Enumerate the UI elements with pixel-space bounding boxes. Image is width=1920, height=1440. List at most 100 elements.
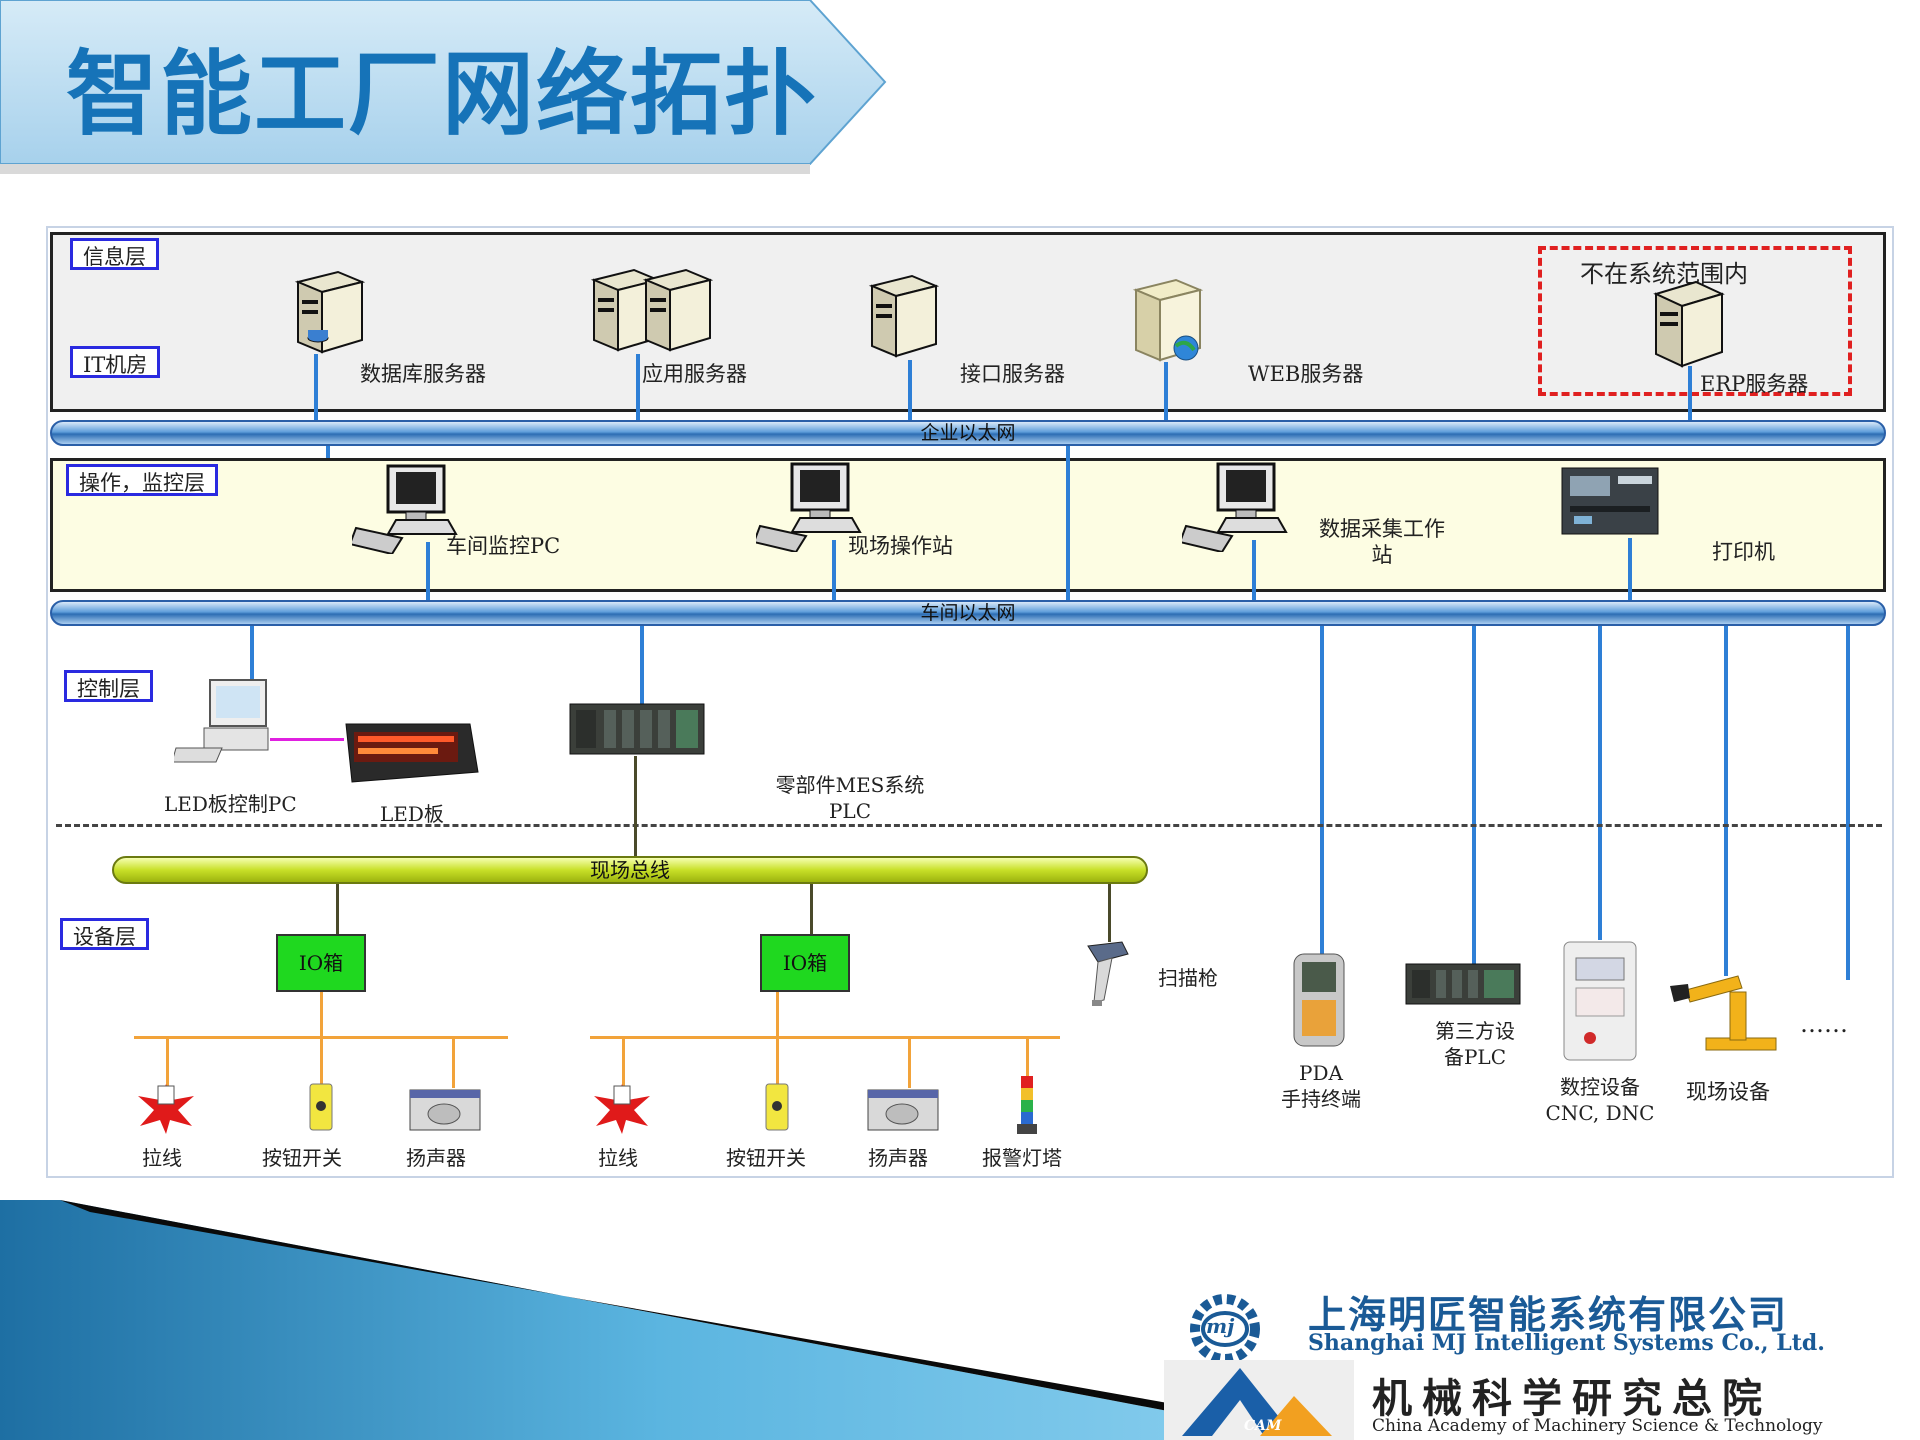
- scanner-icon: [1087, 941, 1129, 1006]
- pda-label-line2: 手持终端: [1281, 1087, 1361, 1111]
- cnc-device-icon: [1563, 941, 1637, 1061]
- daq-station-link: [1252, 540, 1256, 600]
- io-2-drop-c: [908, 1036, 911, 1088]
- pda-label: PDA 手持终端: [1256, 1060, 1386, 1112]
- cnc-device-label-line2: CNC, DNC: [1545, 1101, 1655, 1125]
- io-1-drop-a: [166, 1036, 169, 1088]
- io-box-1-link: [336, 884, 339, 936]
- application-server-label: 应用服务器: [642, 362, 747, 386]
- device-layer-tag: 设备层: [60, 918, 149, 950]
- printer-icon: [1561, 467, 1659, 535]
- alarm-tower-icon: [1017, 1076, 1037, 1134]
- out-of-scope-label: 不在系统范围内: [1580, 260, 1748, 288]
- extension-link: [1846, 626, 1850, 980]
- application-server-icon: [590, 268, 714, 352]
- led-control-pc-icon: [174, 679, 269, 763]
- workshop-monitor-pc-label: 车间监控PC: [446, 534, 561, 558]
- io-1-drop-b: [320, 1036, 323, 1088]
- field-bus: 现场总线: [112, 856, 1148, 884]
- field-equipment-link: [1724, 626, 1728, 976]
- more-devices-ellipsis: ……: [1800, 1010, 1848, 1038]
- button-switch-label-1: 按钮开关: [262, 1146, 342, 1170]
- control-layer-tag: 控制层: [64, 670, 153, 702]
- io-2-drop-a: [622, 1036, 625, 1088]
- io-box-2-link: [810, 884, 813, 936]
- data-acquisition-station-label: 数据采集工作 站: [1300, 516, 1464, 568]
- led-board-icon: [345, 723, 479, 783]
- web-server-label: WEB服务器: [1248, 362, 1364, 386]
- plc-fieldbus-link: [634, 756, 637, 860]
- academy-name-en: China Academy of Machinery Science & Tec…: [1372, 1416, 1823, 1436]
- io-box-1: IO箱: [276, 934, 366, 992]
- mes-plc-label-line2: PLC: [828, 799, 872, 823]
- control-device-separator: [56, 824, 1882, 827]
- speaker-icon: [409, 1089, 481, 1131]
- data-acquisition-station-icon: [1182, 462, 1288, 552]
- cam-logo-icon: [1164, 1360, 1354, 1440]
- info-layer-tag: 信息层: [70, 238, 159, 270]
- printer-label: 打印机: [1712, 540, 1775, 564]
- erp-server-link: [1688, 366, 1692, 420]
- scanner-link: [1108, 884, 1111, 942]
- pull-wire-label-1: 拉线: [142, 1146, 182, 1170]
- field-operator-station-icon: [756, 462, 862, 552]
- mes-plc-label-line1: 零部件MES系统: [775, 773, 925, 797]
- interface-server-icon: [868, 274, 940, 358]
- pull-wire-icon: [138, 1084, 194, 1134]
- workshop-ethernet-label: 车间以太网: [920, 602, 1016, 624]
- database-server-icon: [294, 270, 366, 354]
- pull-wire-label-2: 拉线: [598, 1146, 638, 1170]
- data-acquisition-label-line1: 数据采集工作: [1319, 517, 1445, 541]
- pda-link: [1320, 626, 1324, 956]
- io-box-2: IO箱: [760, 934, 850, 992]
- button-switch-icon: [309, 1083, 333, 1131]
- academy-name-cn: 机械科学研究总院: [1372, 1375, 1772, 1422]
- scanner-label: 扫描枪: [1158, 966, 1218, 990]
- cnc-device-label-line1: 数控设备: [1560, 1075, 1640, 1099]
- third-party-plc-label: 第三方设 备PLC: [1410, 1018, 1540, 1070]
- enterprise-drop-1: [326, 446, 330, 458]
- third-party-plc-label-line2: 备PLC: [1443, 1045, 1507, 1069]
- erp-server-icon: [1653, 280, 1725, 368]
- enterprise-ethernet-bus: 企业以太网: [50, 420, 1886, 446]
- mj-logo-icon: [1190, 1294, 1260, 1364]
- io-2-wire: [590, 1036, 1060, 1039]
- decorative-wedge: [0, 1200, 1320, 1440]
- operation-layer-tag: 操作，监控层: [66, 464, 218, 496]
- page-title: 智能工厂网络拓扑: [66, 41, 819, 148]
- company-name-cn: 上海明匠智能系统有限公司: [1308, 1292, 1789, 1337]
- third-party-plc-link: [1472, 626, 1476, 966]
- db-server-link: [314, 354, 318, 420]
- data-acquisition-label-line2: 站: [1371, 543, 1393, 567]
- pda-label-line1: PDA: [1299, 1061, 1343, 1085]
- cam-logo-text: CAM: [1244, 1418, 1282, 1434]
- button-switch-label-2: 按钮开关: [726, 1146, 806, 1170]
- speaker-label-2: 扬声器: [868, 1146, 928, 1170]
- alarm-tower-label: 报警灯塔: [982, 1146, 1062, 1170]
- field-bus-label: 现场总线: [590, 858, 670, 882]
- web-server-link: [1164, 362, 1168, 420]
- interface-server-link: [908, 360, 912, 420]
- mj-logo-text: mj: [1206, 1314, 1235, 1338]
- out-of-scope-box: [1538, 246, 1852, 396]
- led-control-pc-label: LED板控制PC: [164, 792, 297, 816]
- field-equipment-robot-icon: [1670, 975, 1777, 1051]
- led-pc-link: [250, 626, 254, 686]
- third-party-plc-icon: [1405, 963, 1521, 1005]
- pull-wire-icon: [594, 1084, 650, 1134]
- workshop-monitor-pc-icon: [352, 464, 458, 554]
- button-switch-icon: [765, 1083, 789, 1131]
- led-board-label: LED板: [380, 802, 444, 826]
- io-1-trunk: [320, 992, 323, 1038]
- field-equipment-label: 现场设备: [1686, 1080, 1770, 1104]
- erp-server-label: ERP服务器: [1700, 372, 1809, 396]
- workshop-ethernet-bus: 车间以太网: [50, 600, 1886, 626]
- mes-plc-link: [640, 626, 644, 706]
- io-2-drop-d: [1026, 1036, 1029, 1078]
- third-party-plc-label-line1: 第三方设: [1435, 1019, 1515, 1043]
- operator-station-link: [832, 540, 836, 600]
- cnc-device-label: 数控设备 CNC, DNC: [1534, 1074, 1666, 1126]
- enterprise-workshop-backbone: [1066, 446, 1070, 600]
- field-operator-station-label: 现场操作站: [848, 534, 953, 558]
- speaker-icon: [867, 1089, 939, 1131]
